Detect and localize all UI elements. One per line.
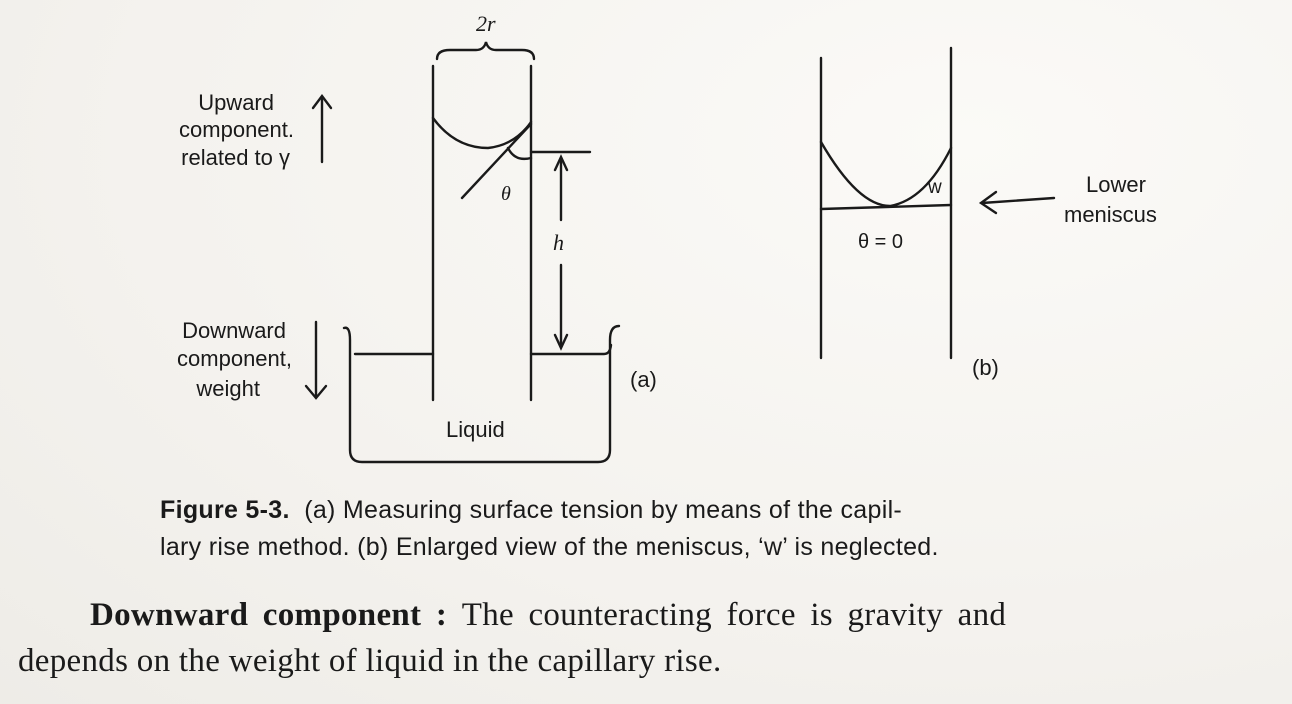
height-arrow-down-head xyxy=(553,333,569,351)
lower-meniscus-arrow xyxy=(980,196,1056,205)
body-paragraph: Downward component : The counteracting f… xyxy=(18,592,1258,684)
figure-caption: Figure 5-3. (a) Measuring surface tensio… xyxy=(160,492,1160,566)
w-label: w xyxy=(928,177,942,198)
upward-label: Upward xyxy=(198,90,274,115)
beaker xyxy=(342,324,621,464)
run-in-colon: : xyxy=(421,597,462,633)
caption-text-1: (a) Measuring surface tension by means o… xyxy=(304,496,903,524)
meniscus-a xyxy=(431,116,533,150)
downward-label: Downward xyxy=(182,318,286,343)
panel-b-label: (b) xyxy=(972,355,999,380)
panel-a-label: (a) xyxy=(630,367,657,392)
theta-a-label: θ xyxy=(501,183,511,205)
upward-label-3: related to γ xyxy=(181,145,290,170)
liquid-label: Liquid xyxy=(446,417,505,442)
upward-label-2: component. xyxy=(179,117,294,142)
lower-meniscus-label-2: meniscus xyxy=(1064,202,1157,227)
caption-line-1: Figure 5-3. (a) Measuring surface tensio… xyxy=(160,492,1160,529)
height-arrow-up-head xyxy=(553,154,569,172)
paragraph-text-1: The counteracting force is gravity and xyxy=(461,597,1007,633)
paragraph-line-1: Downward component : The counteracting f… xyxy=(18,592,1258,638)
contact-angle-arc xyxy=(506,146,533,161)
lower-meniscus-line xyxy=(819,203,953,211)
capillary-rise-figure xyxy=(304,41,1056,464)
liquid-surface-right xyxy=(529,343,613,356)
downward-label-3: weight xyxy=(196,376,260,401)
diameter-brace xyxy=(435,41,536,61)
tangent-line xyxy=(460,122,533,200)
theta-b-label: θ = 0 xyxy=(858,231,904,253)
run-in-heading: Downward component xyxy=(90,597,422,633)
downward-label-2: component, xyxy=(177,346,292,371)
label-2r: 2r xyxy=(476,11,496,36)
h-label: h xyxy=(553,230,564,255)
paragraph-line-2: depends on the weight of liquid in the c… xyxy=(18,643,722,679)
lower-meniscus-label: Lower xyxy=(1086,172,1146,197)
caption-label: Figure 5-3. xyxy=(160,496,290,524)
caption-line-2: lary rise method. (b) Enlarged view of t… xyxy=(160,533,939,561)
